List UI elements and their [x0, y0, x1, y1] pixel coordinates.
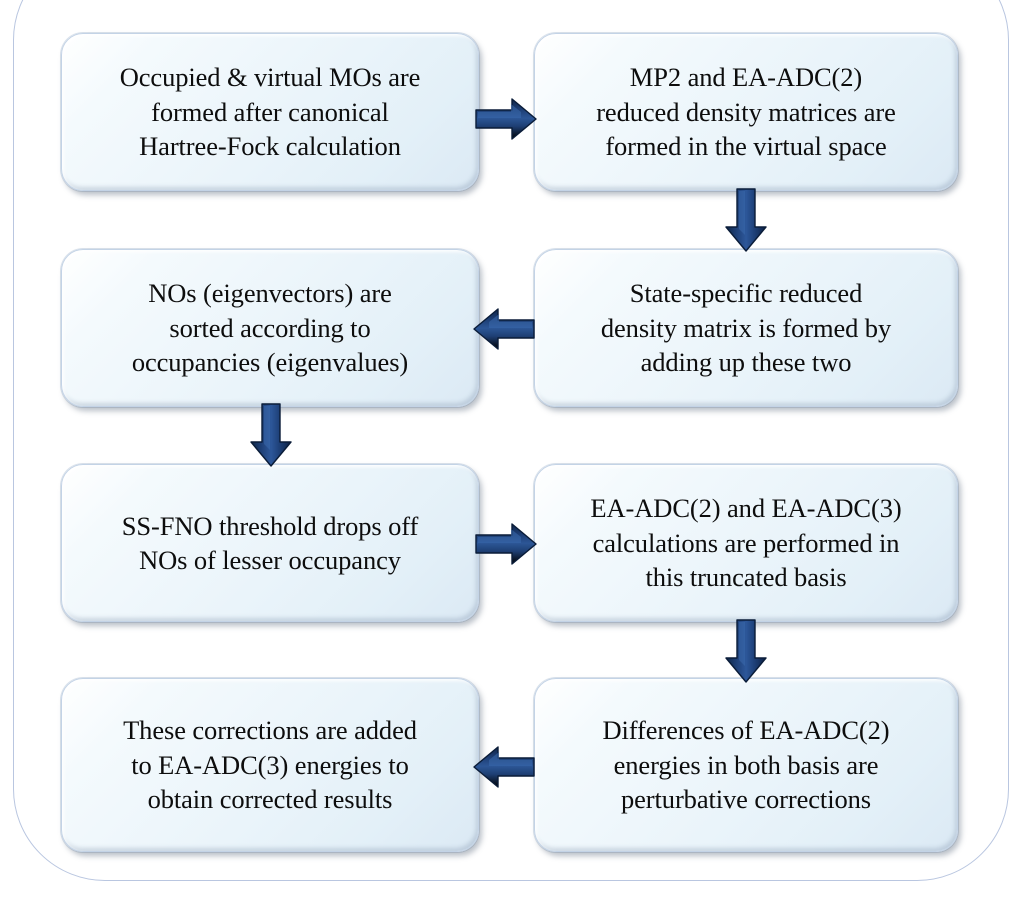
eaadc-truncated-basis-box[interactable]: EA-ADC(2) and EA-ADC(3) calculations are…	[534, 464, 958, 622]
arrow-down-col-right-1	[722, 188, 770, 253]
arrow-right-row1	[475, 95, 538, 143]
box-text: MP2 and EA-ADC(2) reduced density matric…	[596, 62, 896, 162]
box-text: EA-ADC(2) and EA-ADC(3) calculations are…	[590, 493, 902, 593]
state-specific-density-matrix-box[interactable]: State-specific reduced density matrix is…	[534, 249, 958, 407]
arrow-left-row4	[473, 743, 536, 791]
box-text: SS-FNO threshold drops off NOs of lesser…	[121, 510, 419, 575]
box-text: State-specific reduced density matrix is…	[600, 278, 892, 378]
arrow-left-row2	[473, 305, 536, 353]
perturbative-corrections-box[interactable]: Differences of EA-ADC(2) energies in bot…	[534, 678, 958, 852]
box-text: These corrections are added to EA-ADC(3)…	[123, 715, 417, 815]
mp2-eaadc2-density-matrices-box[interactable]: MP2 and EA-ADC(2) reduced density matric…	[534, 33, 958, 191]
box-text: Occupied & virtual MOs are formed after …	[119, 62, 421, 162]
arrow-down-col-left-1	[247, 403, 295, 468]
box-text: NOs (eigenvectors) are sorted according …	[131, 278, 409, 378]
box-text: Differences of EA-ADC(2) energies in bot…	[602, 715, 890, 815]
occupied-virtual-mos-box[interactable]: Occupied & virtual MOs are formed after …	[61, 33, 479, 191]
corrections-added-box[interactable]: These corrections are added to EA-ADC(3)…	[61, 678, 479, 852]
arrow-down-col-right-2	[722, 619, 770, 684]
arrow-right-row3	[475, 520, 538, 568]
nos-sorted-by-occupancy-box[interactable]: NOs (eigenvectors) are sorted according …	[61, 249, 479, 407]
ssfno-threshold-box[interactable]: SS-FNO threshold drops off NOs of lesser…	[61, 464, 479, 622]
